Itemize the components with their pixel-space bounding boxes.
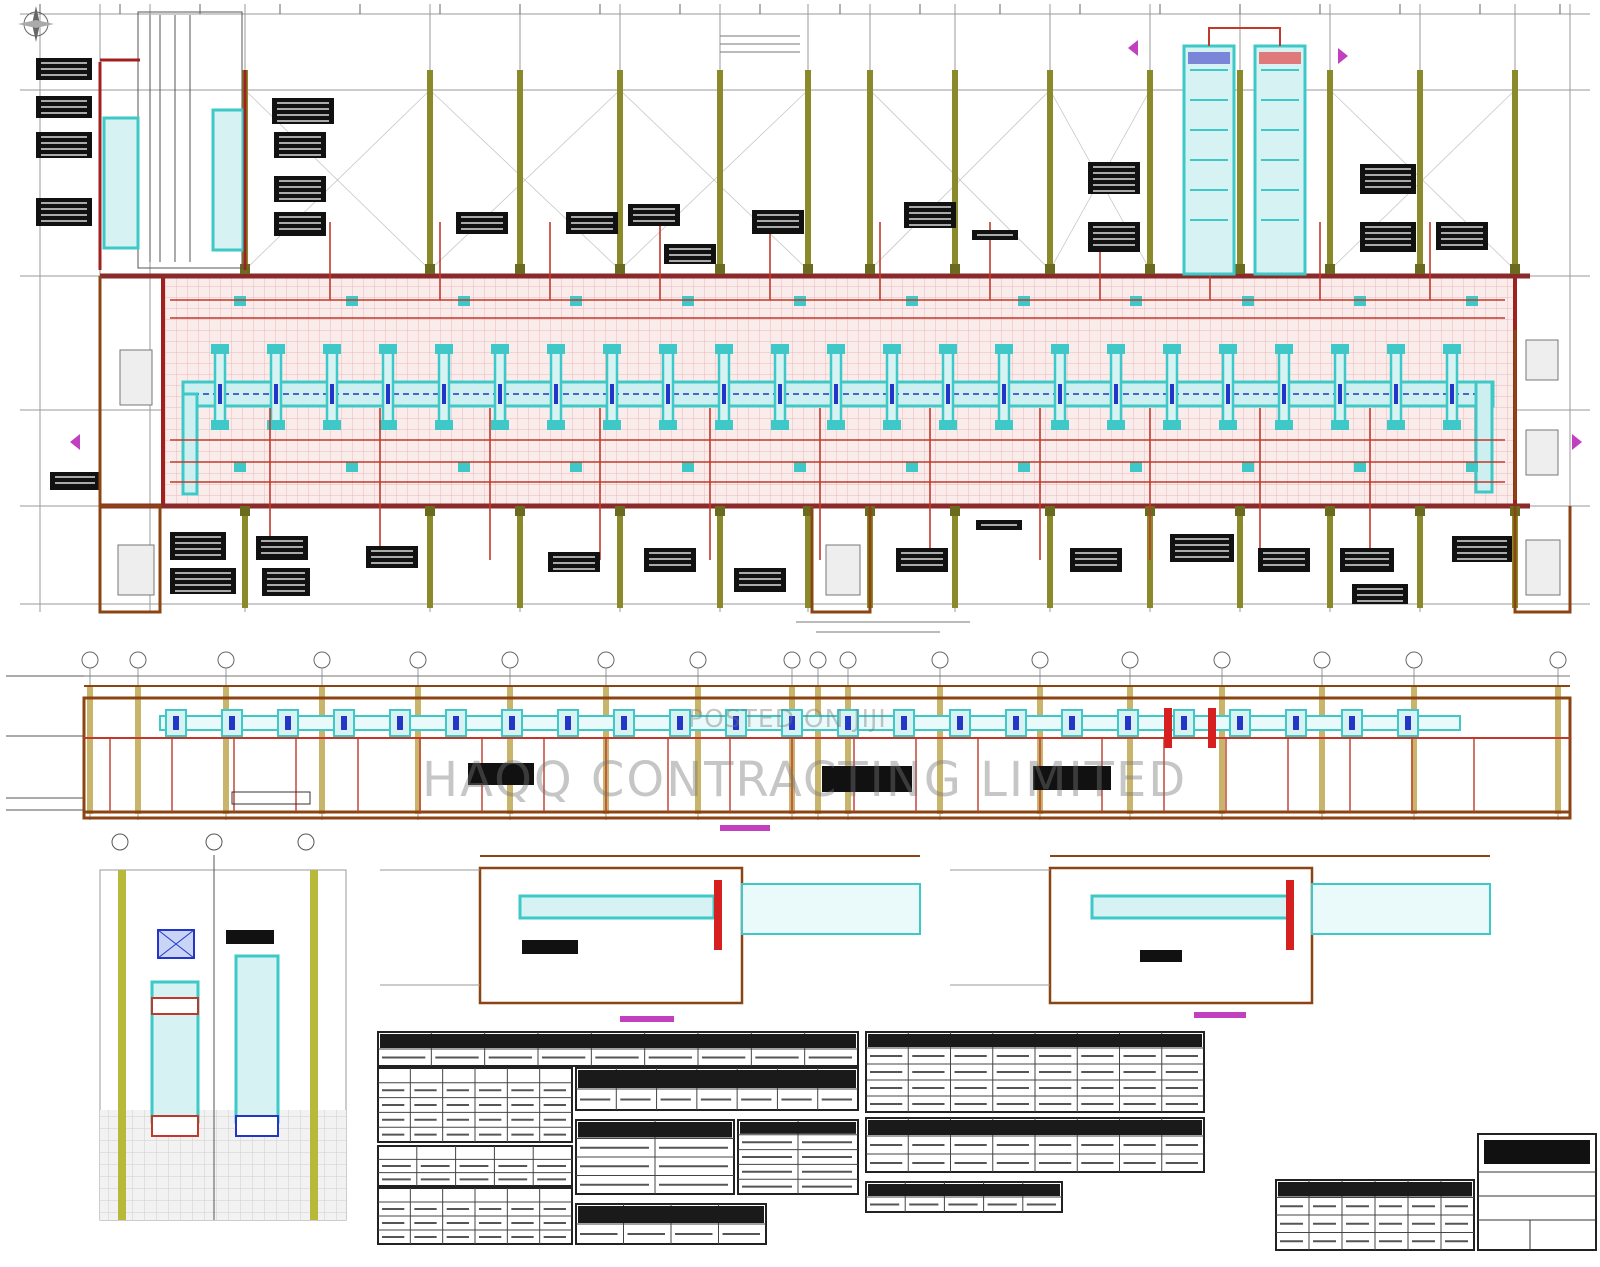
cross-section-left	[99, 833, 347, 1221]
equipment-schedules	[377, 1031, 1475, 1251]
title-block	[1477, 1133, 1597, 1251]
section-labels	[231, 763, 1111, 805]
cross-section-middle	[380, 855, 921, 1022]
floor-plan	[18, 4, 1590, 633]
north-arrow-icon	[18, 6, 54, 42]
ahu-tower	[1182, 27, 1307, 276]
long-section	[6, 651, 1572, 831]
left-shaft	[98, 11, 247, 270]
cross-section-right	[950, 855, 1491, 1018]
